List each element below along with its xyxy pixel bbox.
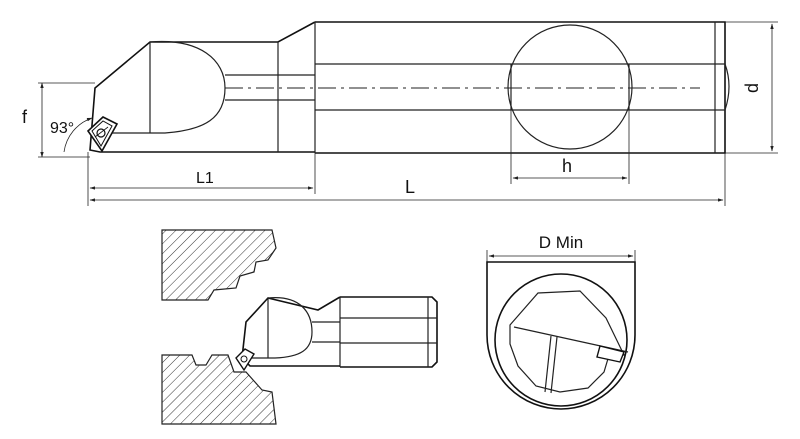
- small-insert: [235, 348, 255, 372]
- end-view: D Min: [486, 233, 636, 410]
- shank-circle: [494, 273, 628, 407]
- tool-side-view: f 93° L1 L h: [22, 21, 778, 206]
- lower-wall-hatch: [161, 354, 277, 425]
- bore-outline: [486, 261, 636, 410]
- L1-label: L1: [196, 170, 214, 187]
- dmin-label: D Min: [539, 233, 583, 252]
- head-bulge: [100, 40, 226, 134]
- L1-dimension: L1: [87, 152, 316, 194]
- h-label: h: [562, 156, 572, 176]
- small-head-bulge: [245, 297, 313, 359]
- shank-outline: [315, 21, 726, 154]
- L-label: L: [405, 177, 415, 197]
- small-neck: [312, 321, 340, 343]
- L-dimension: L: [87, 153, 726, 206]
- d-dimension: d: [725, 21, 778, 154]
- f-label: f: [22, 107, 28, 127]
- angle-label: 93°: [50, 120, 74, 137]
- neck-cylinder: [225, 74, 315, 101]
- end-view-insert: [596, 345, 625, 363]
- small-head: [241, 296, 341, 367]
- upper-wall-hatch: [161, 229, 277, 301]
- slot-line-1: [544, 335, 552, 393]
- small-shank: [340, 296, 438, 368]
- tool-face: [509, 290, 626, 393]
- slot-line-2: [550, 336, 558, 394]
- shank-end-curve: [724, 63, 730, 111]
- cutting-insert: [86, 116, 119, 153]
- angle-dimension: 93°: [50, 117, 93, 153]
- d-label: d: [742, 83, 762, 93]
- workpiece-section-view: [161, 229, 438, 425]
- flat-circle: [507, 24, 633, 150]
- h-dimension: h: [510, 110, 630, 184]
- f-dimension: f: [22, 82, 95, 158]
